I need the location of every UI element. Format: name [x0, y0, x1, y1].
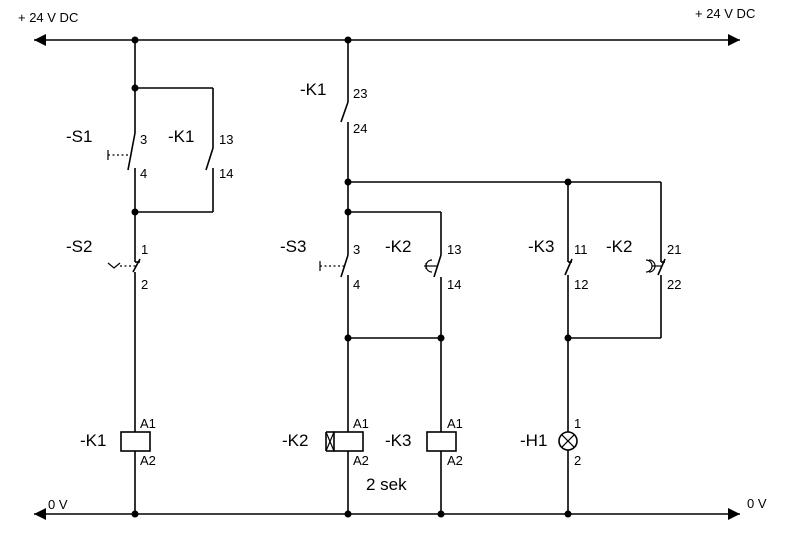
- k2-nc-contact-label: -K2: [606, 237, 632, 256]
- s2-pushbutton-nc-symbol: [107, 255, 141, 273]
- junction-dot: [437, 510, 445, 518]
- k2-nc-timed-contact-symbol: [645, 257, 666, 276]
- s3-pushbutton-no-symbol: [319, 254, 349, 278]
- k3-coil-terminal-a2: A2: [447, 453, 463, 468]
- k1-coil-label: -K1: [80, 431, 106, 450]
- supply-rail-top: [34, 34, 740, 46]
- s2-label: -S2: [66, 237, 92, 256]
- s3-terminal-4: 4: [353, 277, 360, 292]
- s3-label: -S3: [280, 237, 306, 256]
- k2-nc-terminal-21: 21: [667, 242, 681, 257]
- h1-terminal-1: 1: [574, 416, 581, 431]
- k1-holding-terminal-13: 13: [219, 132, 233, 147]
- junction-dot: [564, 334, 572, 342]
- k2-coil-terminal-a2: A2: [353, 453, 369, 468]
- junction-dot: [344, 510, 352, 518]
- k1-contact-terminal-23: 23: [353, 86, 367, 101]
- k2-contact-terminal-14: 14: [447, 277, 461, 292]
- k1-holding-label: -K1: [168, 127, 194, 146]
- junction-dot: [131, 510, 139, 518]
- h1-terminal-2: 2: [574, 453, 581, 468]
- junction-dot: [344, 178, 352, 186]
- k3-coil-symbol: [426, 431, 457, 452]
- k2-contact-terminal-13: 13: [447, 242, 461, 257]
- junction-dot: [564, 178, 572, 186]
- junction-dot: [437, 334, 445, 342]
- rail-label-bottom-left: 0 V: [48, 497, 68, 512]
- s1-pushbutton-no-symbol: [107, 132, 136, 171]
- k2-holding-label: -K2: [385, 237, 411, 256]
- rail-label-top-right: + 24 V DC: [695, 6, 755, 21]
- wiring-branch-3: [567, 182, 662, 514]
- k3-coil-terminal-a1: A1: [447, 416, 463, 431]
- k3-contact-terminal-11: 11: [574, 242, 588, 257]
- s3-terminal-3: 3: [353, 242, 360, 257]
- k1-contact-23-24-symbol: [340, 101, 349, 123]
- k1-coil-symbol: [120, 431, 151, 452]
- timer-delay-label: 2 sek: [366, 475, 407, 494]
- rail-label-top-left: + 24 V DC: [18, 10, 78, 25]
- k3-nc-contact-symbol: [564, 257, 573, 276]
- supply-rail-bottom: [34, 508, 740, 520]
- s2-terminal-2: 2: [141, 277, 148, 292]
- k1-coil-terminal-a1: A1: [140, 416, 156, 431]
- k3-contact-terminal-12: 12: [574, 277, 588, 292]
- s2-terminal-1: 1: [141, 242, 148, 257]
- junction-dot: [131, 208, 139, 216]
- junction-dot: [344, 208, 352, 216]
- k1-contact-terminal-24: 24: [353, 121, 367, 136]
- k2-coil-label: -K2: [282, 431, 308, 450]
- k2-timer-coil-symbol: [325, 431, 364, 452]
- s1-label: -S1: [66, 127, 92, 146]
- k1-holding-contact-symbol: [205, 147, 214, 171]
- h1-lamp-symbol: [558, 431, 578, 451]
- rail-label-bottom-right: 0 V: [747, 496, 767, 511]
- k2-nc-terminal-22: 22: [667, 277, 681, 292]
- k1-holding-terminal-14: 14: [219, 166, 233, 181]
- k1-contact-label: -K1: [300, 80, 326, 99]
- junction-dot: [131, 84, 139, 92]
- junction-dots: [131, 36, 572, 518]
- k2-timed-contact-symbol: [424, 254, 442, 278]
- junction-dot: [564, 510, 572, 518]
- junction-dot: [344, 36, 352, 44]
- wiring-branch-2: [347, 40, 661, 514]
- k3-coil-label: -K3: [385, 431, 411, 450]
- h1-lamp-label: -H1: [520, 431, 547, 450]
- k2-coil-terminal-a1: A1: [353, 416, 369, 431]
- s1-terminal-3: 3: [140, 132, 147, 147]
- junction-dot: [344, 334, 352, 342]
- junction-dot: [131, 36, 139, 44]
- s1-terminal-4: 4: [140, 166, 147, 181]
- k3-contact-label: -K3: [528, 237, 554, 256]
- k1-coil-terminal-a2: A2: [140, 453, 156, 468]
